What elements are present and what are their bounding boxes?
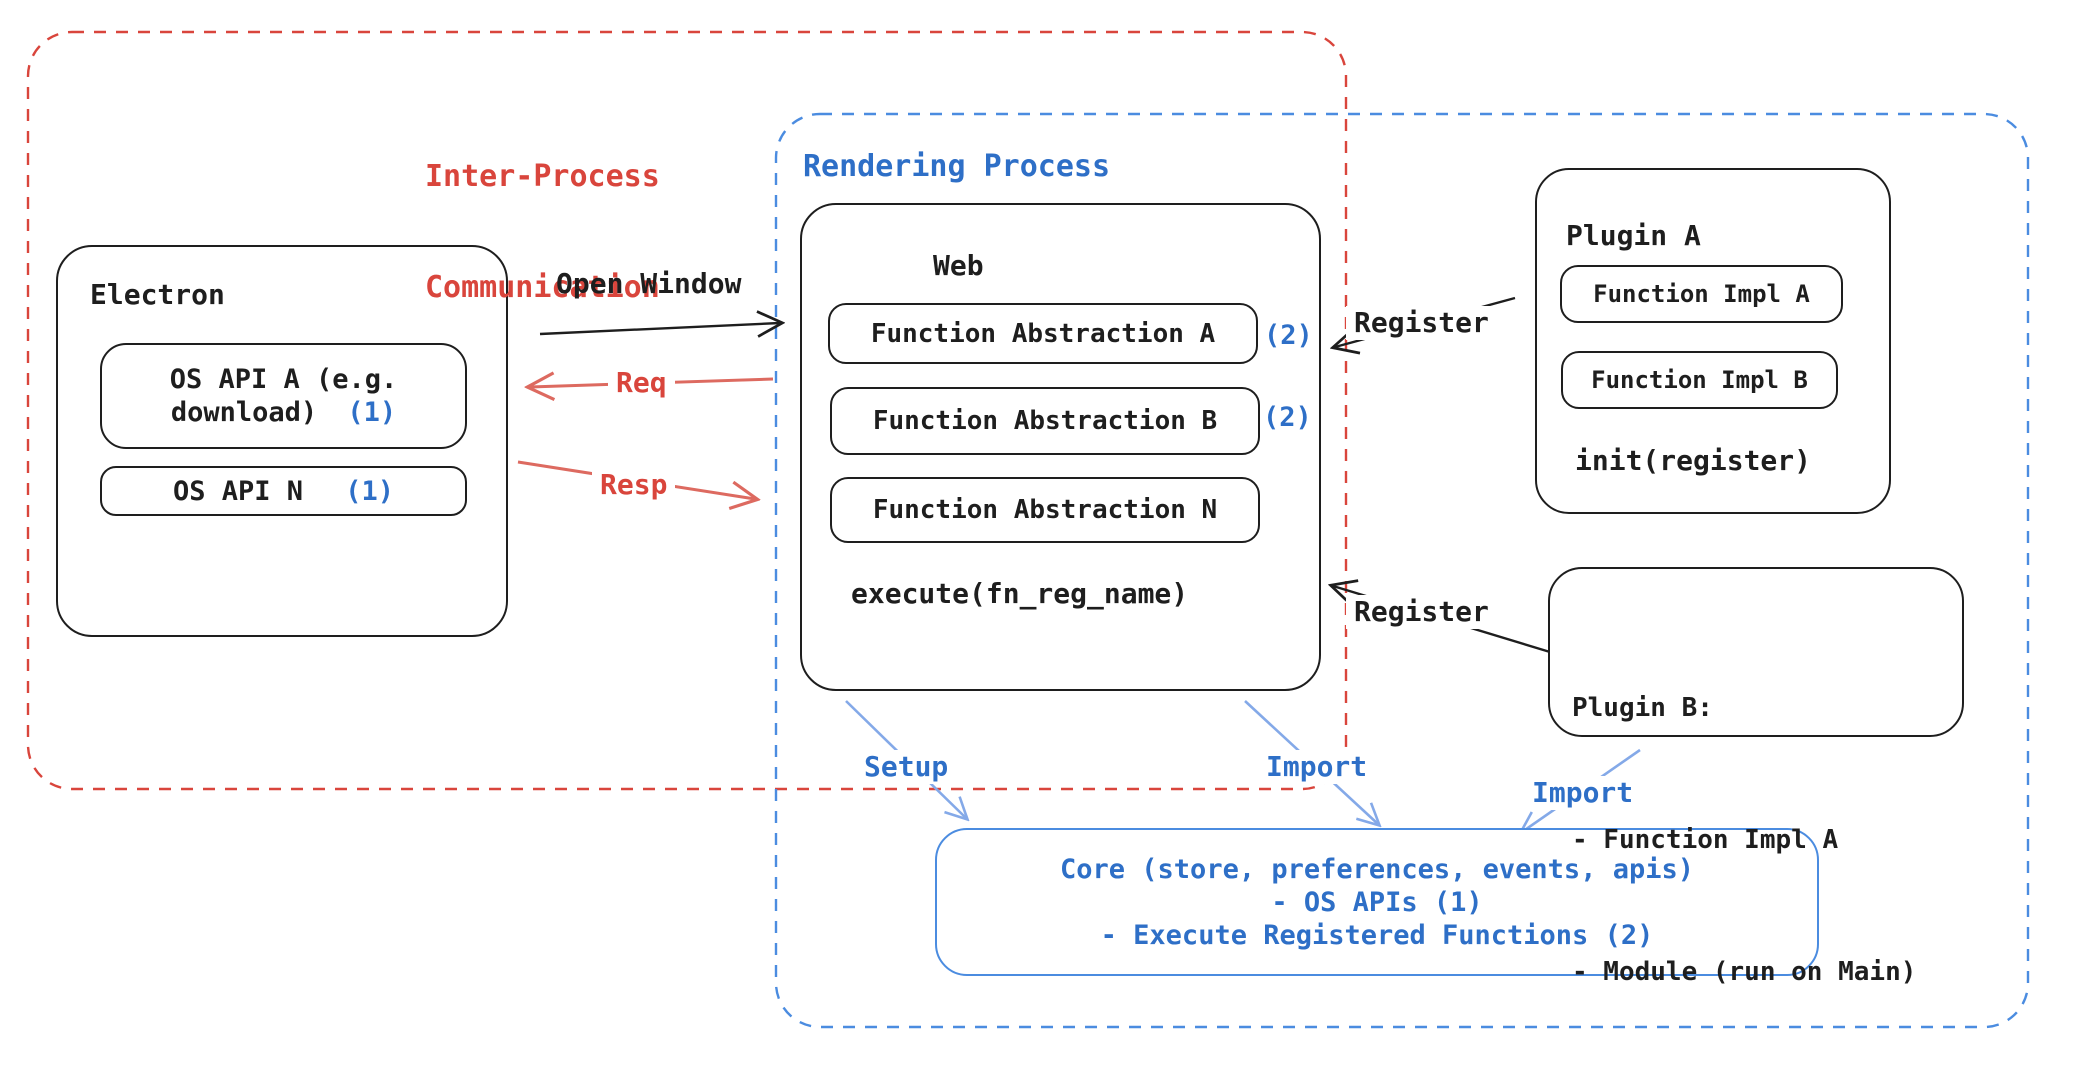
function-impl-b-box: Function Impl B — [1561, 351, 1838, 409]
ipc-label-line2: Communication — [425, 270, 660, 305]
execute-text: execute(fn_reg_name) — [851, 577, 1189, 610]
setup-label: Setup — [856, 750, 957, 784]
os-api-a-line2-text: download) — [170, 397, 318, 428]
function-abstraction-a-badge: (2) — [1264, 320, 1313, 351]
function-abstraction-b-badge: (2) — [1263, 402, 1312, 433]
ipc-boundary — [26, 30, 1348, 791]
os-api-a-line1: OS API A (e.g. — [169, 364, 398, 395]
function-abstraction-b-text: Function Abstraction B — [872, 406, 1218, 436]
core-line-3: - Execute Registered Functions (2) — [1100, 919, 1654, 951]
os-api-a-badge: (1) — [347, 397, 397, 428]
os-api-n-text: OS API N — [172, 475, 303, 507]
function-abstraction-n-box: Function Abstraction N — [830, 477, 1260, 543]
function-impl-a-text: Function Impl A — [1593, 280, 1810, 308]
core-box: Core (store, preferences, events, apis) … — [935, 828, 1819, 976]
os-api-n-badge: (1) — [345, 475, 395, 507]
plugin-a-box — [1535, 168, 1891, 514]
import-plugin-b-label: Import — [1524, 776, 1642, 810]
function-abstraction-a-box: Function Abstraction A — [828, 303, 1258, 364]
function-abstraction-a-text: Function Abstraction A — [870, 318, 1216, 349]
os-api-n-box: OS API N (1) — [100, 466, 467, 516]
rendering-process-boundary — [774, 112, 2030, 1029]
req-label: Req — [608, 366, 675, 400]
plugin-b-title: Plugin B: — [1572, 693, 1713, 723]
core-line-1: Core (store, preferences, events, apis) — [1060, 853, 1694, 885]
function-abstraction-b-box: Function Abstraction B — [830, 387, 1260, 455]
function-abstraction-n-text: Function Abstraction N — [872, 495, 1218, 525]
function-impl-a-box: Function Impl A — [1560, 265, 1843, 323]
register-bottom-label: Register — [1346, 595, 1497, 629]
core-line-2: - OS APIs (1) — [1271, 886, 1483, 918]
os-api-a-line2: download) (1) — [171, 396, 396, 429]
ipc-label: Inter-Process Communication — [425, 84, 660, 380]
ipc-label-line1: Inter-Process — [425, 159, 660, 194]
os-api-a-box: OS API A (e.g. download) (1) — [100, 343, 467, 449]
open-window-arrow — [539, 323, 780, 334]
plugin-a-init-text: init(register) — [1575, 444, 1812, 477]
register-top-label: Register — [1346, 306, 1497, 340]
open-window-label: Open Window — [556, 267, 742, 300]
plugin-b-item-2: - Module (run on Main) — [1572, 957, 1917, 987]
electron-title: Electron — [90, 278, 225, 311]
plugin-a-title: Plugin A — [1566, 219, 1701, 252]
plugin-b-box — [1548, 567, 1964, 737]
web-title: Web — [933, 249, 984, 282]
plugin-b-content: Plugin B: - Function Impl A - Module (ru… — [1572, 598, 1916, 1066]
rendering-process-label: Rendering Process — [803, 149, 1111, 184]
plugin-b-item-1: - Function Impl A — [1572, 825, 1839, 855]
resp-label: Resp — [592, 468, 676, 502]
import-web-label: Import — [1258, 750, 1376, 784]
function-impl-b-text: Function Impl B — [1591, 366, 1808, 394]
